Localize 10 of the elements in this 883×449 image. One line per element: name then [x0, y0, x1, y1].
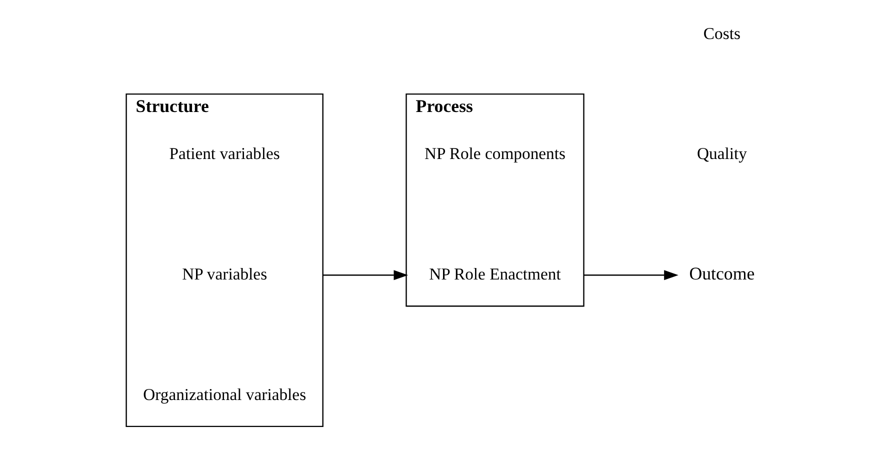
node-text: Organizational variables: [142, 384, 306, 404]
arrow: [322, 270, 408, 280]
node-text: Outcome: [688, 263, 754, 284]
node-text: Quality: [696, 144, 746, 164]
node-text: NP Role components: [424, 144, 565, 164]
node-text: Patient variables: [168, 144, 280, 164]
node-text: NP variables: [182, 264, 267, 284]
node-text: Costs: [702, 24, 740, 43]
node-text: NP Role Enactment: [428, 264, 560, 284]
arrow: [583, 270, 678, 280]
